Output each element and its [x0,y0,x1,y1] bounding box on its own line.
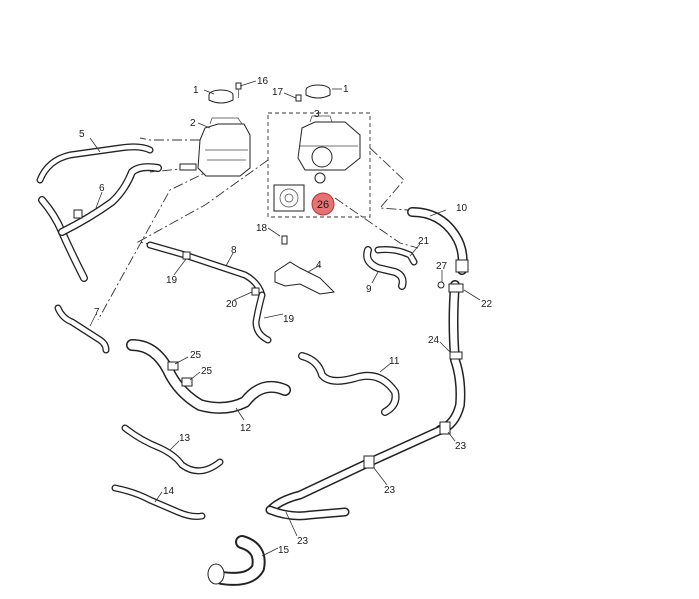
hose-9 [363,246,418,290]
callout-27: 27 [436,261,448,272]
callout-26: 26 [317,199,329,211]
callout-10: 10 [456,203,468,214]
callout-1-left: 1 [193,85,199,96]
expansion-tank-2 [179,117,251,177]
callout-13: 13 [179,433,191,444]
callout-15: 15 [278,545,290,556]
assembly-group-box [267,112,371,218]
callout-24: 24 [428,335,440,346]
callout-4: 4 [316,260,322,271]
callout-23-bottom: 23 [297,536,309,547]
callout-18: 18 [256,223,268,234]
hose-7 [54,304,110,354]
callout-3: 3 [314,109,320,120]
leader-lines [89,80,481,557]
reservoir-cap-left [208,89,234,104]
hose-13 [121,424,224,475]
hose-12 [126,339,291,414]
connector-line-reservoir-to-hose-5 [139,137,200,141]
callout-19-top: 19 [166,275,178,286]
hose-8 [146,241,272,344]
hose-15 [207,535,266,586]
callout-20: 20 [226,299,238,310]
callout-17: 17 [272,87,284,98]
reservoir-assembly-3 [297,115,361,184]
connector-line-group-to-hose-21 [334,197,419,249]
hose-6 [38,163,162,282]
callout-23-middle: 23 [384,485,396,496]
bolt-17 [295,94,302,102]
hose-11 [298,352,400,416]
highlighted-callout-26: 26 [311,192,335,216]
connector-line-reservoir-to-hose-7 [97,167,216,321]
callout-5: 5 [79,129,85,140]
callout-22: 22 [481,299,493,310]
callout-19-bottom: 19 [283,314,295,325]
callout-2: 2 [190,118,196,129]
callout-21: 21 [418,236,430,247]
callout-23-right: 23 [455,441,467,452]
connector-line-reservoir-to-hose-8 [136,159,269,245]
clip-27 [437,281,445,289]
callout-7: 7 [94,307,100,318]
callout-11: 11 [389,356,400,367]
reservoir-cap-right [305,84,331,99]
callout-12: 12 [240,423,252,434]
hose-24 [435,280,466,435]
hose-23 [265,421,451,521]
callout-1-right: 1 [343,84,349,95]
callout-25-top: 25 [190,350,202,361]
callout-6: 6 [99,183,105,194]
hose-14 [111,484,206,520]
callout-9: 9 [366,284,372,295]
highlight-marker [311,192,335,216]
bracket-4 [274,235,336,295]
callout-8: 8 [231,245,237,256]
callout-16: 16 [257,76,269,87]
hose-10 [407,207,469,275]
pump-26 [273,184,305,212]
callout-14: 14 [163,486,175,497]
callout-25-bottom: 25 [201,366,213,377]
bolt-16 [235,82,242,98]
hose-5 [36,143,154,184]
connector-line-group-to-hose-10 [369,147,409,211]
